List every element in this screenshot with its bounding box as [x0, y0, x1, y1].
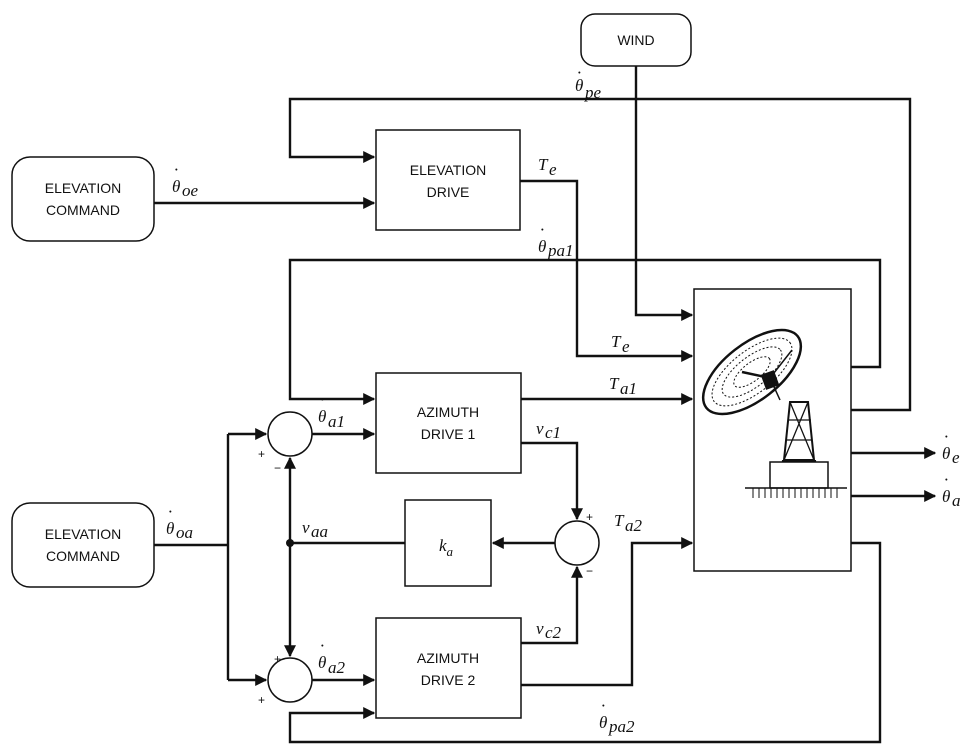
label-T-e-in: T e	[611, 332, 630, 356]
svg-text:θ: θ	[166, 519, 174, 538]
svg-text:aa: aa	[311, 522, 328, 541]
svg-text:T: T	[614, 511, 625, 530]
svg-text:T: T	[611, 332, 622, 351]
label-theta-e-out: θ e ·	[942, 427, 960, 467]
sign-a2-plus-left: +	[258, 693, 265, 707]
svg-text:e: e	[952, 448, 960, 467]
svg-text:v: v	[302, 518, 310, 537]
az-drive-1-line1: AZIMUTH	[417, 404, 479, 420]
elev-drive-line1: ELEVATION	[410, 162, 487, 178]
svg-text:oa: oa	[176, 523, 193, 542]
svg-text:pe: pe	[584, 83, 602, 102]
svg-text:θ: θ	[318, 407, 326, 426]
azimuth-drive-1-block: AZIMUTH DRIVE 1	[375, 372, 522, 474]
svg-text:v: v	[536, 619, 544, 638]
svg-text:pa2: pa2	[608, 717, 635, 736]
svg-text:θ: θ	[599, 713, 607, 732]
label-theta-pa1: θ pa1 ·	[538, 220, 574, 260]
elev-cmd-top-line2: COMMAND	[46, 202, 120, 218]
sign-a2-plus-top: +	[274, 652, 281, 666]
svg-text:θ: θ	[575, 76, 583, 95]
line-wind	[634, 66, 694, 321]
label-v-aa: v aa	[302, 518, 328, 541]
label-theta-a1: θ a1 ·	[318, 390, 345, 431]
line-theta-pa2	[288, 541, 882, 744]
svg-text:·: ·	[601, 696, 605, 715]
svg-text:θ: θ	[942, 444, 950, 463]
label-theta-pa2: θ pa2 ·	[599, 696, 635, 736]
svg-text:θ: θ	[538, 237, 546, 256]
label-theta-a-out: θ a ·	[942, 470, 961, 510]
svg-text:e: e	[549, 160, 557, 179]
svg-text:·: ·	[320, 390, 324, 409]
svg-text:·: ·	[320, 636, 324, 655]
elev-drive-line2: DRIVE	[427, 184, 470, 200]
gain-label: ka	[439, 536, 454, 559]
az-drive-2-line2: DRIVE 2	[421, 672, 476, 688]
label-T-a2: T a2	[614, 511, 643, 535]
svg-text:T: T	[609, 374, 620, 393]
line-v-c1	[521, 441, 583, 521]
azimuth-drive-2-block: AZIMUTH DRIVE 2	[375, 617, 522, 719]
sign-a1-minus-bottom: −	[274, 461, 281, 475]
svg-text:oe: oe	[182, 181, 199, 200]
elevation-command-block-bottom: ELEVATION COMMAND	[11, 502, 155, 588]
svg-text:e: e	[622, 337, 630, 356]
svg-text:·: ·	[944, 427, 948, 446]
label-v-c2: v c2	[536, 619, 562, 642]
svg-text:a1: a1	[620, 379, 637, 398]
sum-junction-a1	[267, 411, 313, 457]
junction-signs: + − + + + −	[258, 447, 593, 707]
sign-a1-plus-left: +	[258, 447, 265, 461]
connections	[154, 66, 937, 744]
signal-labels: θ pe · θ oe · T e θ pa1 · T e T a1 θ a1	[166, 63, 961, 736]
sum-junction-c	[554, 520, 600, 566]
elevation-drive-block: ELEVATION DRIVE	[375, 129, 521, 231]
svg-text:·: ·	[944, 470, 948, 489]
az-drive-1-line2: DRIVE 1	[421, 426, 476, 442]
svg-text:θ: θ	[172, 177, 180, 196]
antenna-plant-block	[693, 288, 852, 572]
svg-text:c1: c1	[545, 423, 561, 442]
antenna-dish-icon	[701, 328, 847, 498]
elevation-command-block-top: ELEVATION COMMAND	[11, 156, 155, 242]
elev-cmd-top-line1: ELEVATION	[45, 180, 122, 196]
svg-text:a: a	[952, 491, 961, 510]
sign-c-plus-top: +	[586, 510, 593, 524]
svg-text:a1: a1	[328, 412, 345, 431]
svg-text:·: ·	[168, 502, 172, 521]
line-v-c2	[521, 565, 583, 645]
line-theta-pe	[288, 97, 912, 412]
line-theta-pa1	[288, 258, 882, 405]
wind-block: WIND	[580, 13, 692, 67]
label-theta-oe: θ oe ·	[172, 160, 199, 200]
svg-text:v: v	[536, 419, 544, 438]
svg-text:·: ·	[540, 220, 544, 239]
svg-text:a2: a2	[328, 658, 346, 677]
svg-text:θ: θ	[942, 487, 950, 506]
svg-text:θ: θ	[318, 653, 326, 672]
gain-block: ka	[404, 499, 492, 587]
label-T-e-out: T e	[538, 155, 557, 179]
line-T-a2	[521, 537, 694, 687]
elev-cmd-bottom-line2: COMMAND	[46, 548, 120, 564]
sign-c-minus-bottom: −	[586, 564, 593, 578]
label-T-a1: T a1	[609, 374, 637, 398]
svg-text:c2: c2	[545, 623, 562, 642]
svg-text:T: T	[538, 155, 549, 174]
svg-text:pa1: pa1	[547, 241, 574, 260]
label-theta-oa: θ oa ·	[166, 502, 193, 542]
label-v-c1: v c1	[536, 419, 561, 442]
svg-text:a2: a2	[625, 516, 643, 535]
wind-label: WIND	[617, 32, 654, 48]
elev-cmd-bottom-line1: ELEVATION	[45, 526, 122, 542]
line-T-e	[520, 179, 694, 362]
svg-text:·: ·	[577, 63, 581, 82]
label-theta-pe: θ pe ·	[575, 63, 602, 102]
label-theta-a2: θ a2 ·	[318, 636, 346, 677]
svg-text:·: ·	[174, 160, 178, 179]
az-drive-2-line1: AZIMUTH	[417, 650, 479, 666]
